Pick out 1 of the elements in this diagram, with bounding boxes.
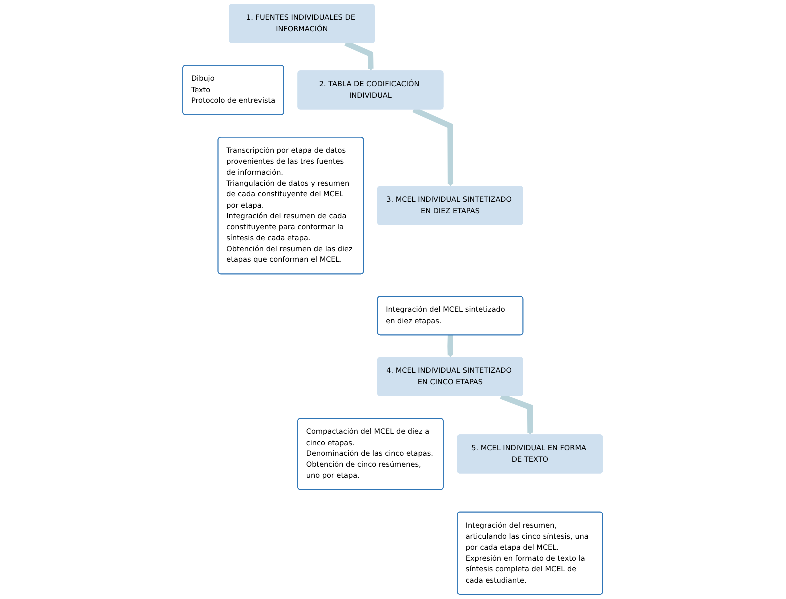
arrow	[448, 335, 454, 358]
